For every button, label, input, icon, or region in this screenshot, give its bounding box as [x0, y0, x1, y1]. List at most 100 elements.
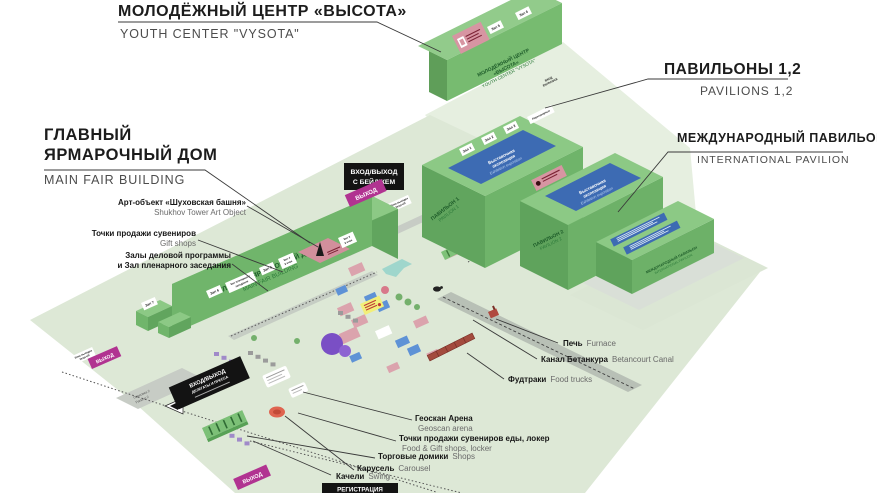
callout-furnace-en: Furnace	[587, 339, 617, 348]
title-pavilions-ru: ПАВИЛЬОНЫ 1,2	[664, 61, 801, 78]
info-point	[360, 295, 385, 315]
callout-carousel-ru: Карусель	[357, 464, 394, 473]
title-main-en: MAIN FAIR BUILDING	[44, 173, 185, 187]
intl-roof-panel	[610, 212, 668, 247]
shukhov-patch	[298, 238, 350, 263]
registration-badge: РЕГИСТРАЦИЯ	[322, 483, 398, 493]
purple-attraction	[321, 333, 343, 355]
entrance-en: ENTRANCE	[542, 77, 558, 88]
cube	[353, 318, 358, 323]
stall	[394, 335, 411, 349]
callout-halls-ru2: и Зал пленарного заседания	[117, 261, 231, 270]
callout-shops-en: Shops	[452, 452, 475, 461]
callout-trucks-en: Food trucks	[550, 375, 592, 384]
leader-locker	[297, 412, 397, 442]
title-main-ru1: ГЛАВНЫЙ	[44, 125, 132, 144]
callout-swing-en: Swing	[368, 472, 390, 481]
youth-end-face	[429, 51, 447, 101]
stall	[349, 351, 363, 363]
stall-round	[381, 286, 389, 294]
canal-wall	[437, 292, 642, 392]
parking2-area	[116, 368, 204, 409]
youth-pink-badge	[452, 21, 490, 54]
callout-geoscan-en: Geoscan arena	[418, 424, 473, 433]
youth-hall-tag: Зал 5	[487, 20, 504, 35]
leader-lines	[44, 21, 843, 476]
title-international-ru: МЕЖДУНАРОДНЫЙ ПАВИЛЬОН	[677, 130, 877, 145]
terrace-edge-dots	[230, 271, 378, 337]
p1-hall-tag: Зал 2	[481, 131, 498, 146]
bear-sculpture	[440, 286, 443, 289]
callout-labels: Арт-объект «Шуховская башня» Shukhov Tow…	[92, 198, 674, 481]
tree	[395, 293, 403, 301]
tree	[294, 338, 300, 344]
fence-lines	[61, 271, 463, 493]
mf-hall-tag: Зал 4 2 этаж	[278, 252, 298, 270]
callout-shukhov-ru: Арт-объект «Шуховская башня»	[118, 198, 247, 207]
dropoff-ru: Зона высадки	[390, 196, 409, 208]
leader-shukhov	[246, 205, 319, 248]
purple-attraction	[339, 345, 351, 357]
main-annex: Зал 7	[136, 296, 191, 338]
cube	[345, 314, 351, 319]
star-icon	[535, 180, 541, 186]
intl-roof	[596, 201, 714, 260]
callout-furnace-ru: Печь	[563, 339, 583, 348]
leader-halls	[231, 263, 269, 292]
p1-hall-tag: Зал 3	[503, 120, 520, 135]
pavilion2-expo-panel	[545, 163, 641, 211]
leader-carousel	[284, 415, 355, 471]
leader-international	[617, 151, 843, 213]
callout-swing: Качели Swing	[336, 472, 390, 481]
leader-geoscan	[302, 391, 413, 421]
entry-line1: ВХОД/ВЫХОД	[351, 169, 398, 176]
callout-carousel-en: Carousel	[398, 464, 430, 473]
callout-locker-ru: Точки продажи сувениров еды, локер	[399, 434, 550, 443]
hall-tag-text: Зал 3	[343, 234, 352, 241]
leader-swing	[252, 440, 332, 476]
hall-tag-text: Зал 3	[506, 124, 516, 132]
trade-houses	[202, 410, 249, 443]
title-international-en: INTERNATIONAL PAVILION	[697, 154, 849, 166]
leader-pavilions	[544, 78, 788, 109]
hall-tag-text: Зал 5	[491, 24, 501, 32]
leader-gifts	[197, 239, 284, 273]
title-youth-en: YOUTH CENTER "VYSOTA"	[120, 27, 300, 41]
mf-hall-tag: Зал 7	[141, 296, 158, 311]
hall-tag-text: 2 этаж	[344, 238, 353, 245]
parking2-en: Parking 2	[135, 395, 150, 405]
intl-se-face	[632, 219, 714, 294]
fence-segment	[137, 396, 437, 493]
title-main-ru2: ЯРМАРОЧНЫЙ ДОМ	[44, 145, 217, 164]
bear-sculpture	[433, 286, 441, 292]
leader-trucks	[466, 352, 505, 380]
title-pavilions-en: PAVILIONS 1,2	[700, 84, 793, 98]
dropoff-en: Drop-off	[79, 353, 90, 361]
pavilion2-sw-face	[520, 201, 568, 290]
leader-canal	[472, 319, 538, 360]
stall	[347, 262, 366, 277]
title-youth-ru: МОЛОДЁЖНЫЙ ЦЕНТР «ВЫСОТА»	[118, 1, 407, 20]
parking2-label: Парковка 2 Parking 2	[133, 389, 151, 405]
callout-gifts-ru: Точки продажи сувениров	[92, 229, 196, 238]
intl-sw-face	[596, 242, 632, 294]
building-youth-center: МОЛОДЁЖНЫЙ ЦЕНТР «ВЫСОТА» YOUTH CENTER "…	[418, 0, 562, 101]
pavilion1-expo-panel	[448, 130, 556, 184]
swing-seat	[237, 437, 242, 442]
callout-swing-ru: Качели	[336, 472, 364, 481]
food-truck	[462, 332, 476, 344]
hall-tag-text: заседания	[235, 280, 249, 288]
hall-tag-text: Зал 7	[145, 300, 155, 307]
cube	[255, 354, 261, 359]
tower-icon	[316, 242, 324, 256]
pavilion1-sw-face	[422, 165, 485, 268]
hall-tag-text: Зал 6	[210, 288, 220, 295]
titles: МОЛОДЁЖНЫЙ ЦЕНТР «ВЫСОТА» YOUTH CENTER "…	[44, 1, 877, 187]
hall-tag-text: Зал 5	[263, 265, 273, 272]
mf-hall-tag: Зал 6	[206, 284, 223, 299]
dropoff-tag-2: Зона высадки Drop-off	[72, 347, 96, 365]
mf-hall-tag: Зал 5	[259, 261, 276, 276]
